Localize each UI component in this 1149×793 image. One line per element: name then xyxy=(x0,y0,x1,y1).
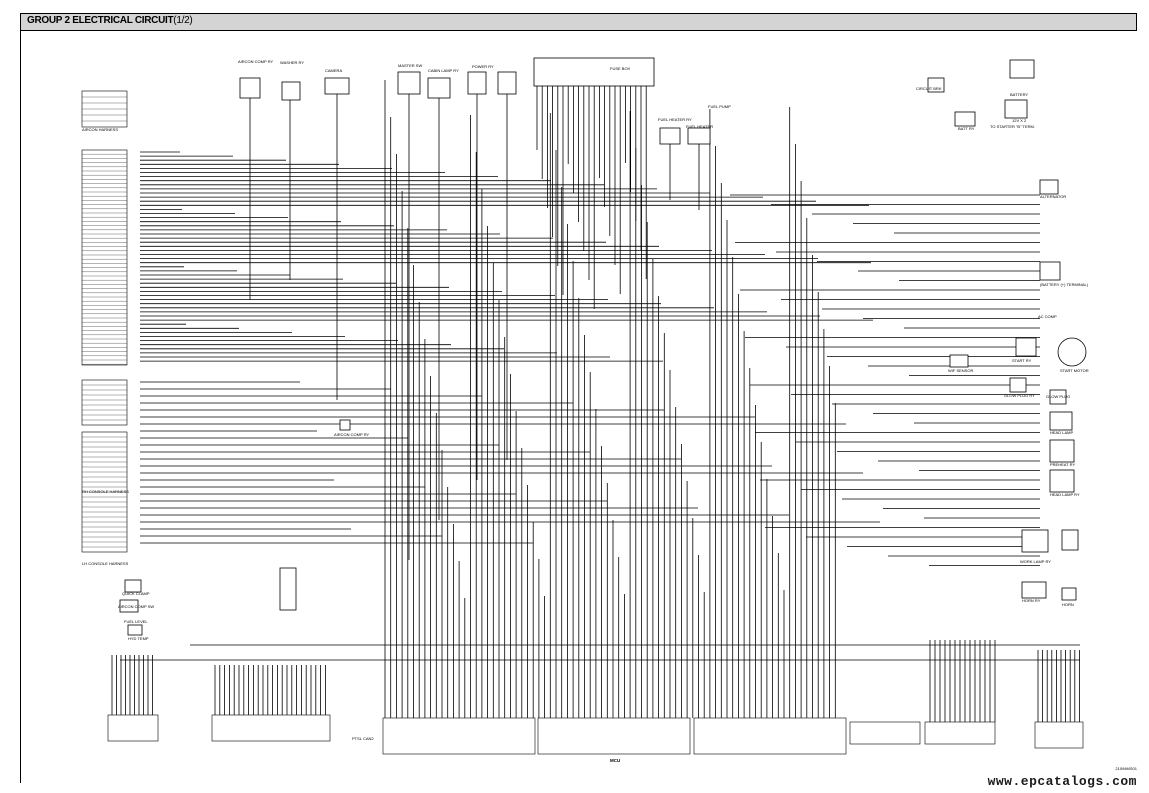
bottom-connectors xyxy=(107,714,1084,755)
page-title: GROUP 2 ELECTRICAL CIRCUIT(1/2) xyxy=(27,15,193,26)
glow-plug-ry-label: GLOW PLUG RY xyxy=(1004,393,1035,398)
aircon-comp-ry-mid-label: AIRCON COMP RY xyxy=(334,432,370,437)
diagram-header: GROUP 2 ELECTRICAL CIRCUIT(1/2) xyxy=(20,13,1137,31)
to-starter-label: TO STARTER "B" TERM. xyxy=(990,124,1035,129)
watermark-text: www.epcatalogs.com xyxy=(987,774,1137,789)
aircon-comp-sw-label: AIRCON COMP SW xyxy=(118,604,154,609)
horn-ry-label: HORN RY xyxy=(1022,598,1041,603)
batt-ry-label: BATT RY xyxy=(958,126,975,131)
pin-table-rows xyxy=(82,96,127,548)
battery-terminal-label: (BATTERY (+) TERMINAL) xyxy=(1040,282,1089,287)
mcu-label: MCU xyxy=(610,758,620,763)
wire-layer xyxy=(111,80,1080,722)
wif-sensor-label: WIF SENSOR xyxy=(948,368,973,373)
head-lamp-label: HEAD LAMP xyxy=(1050,430,1073,435)
battery-voltage-label: 12V X 2 xyxy=(1012,118,1027,123)
preheat-ry-label: PREHEAT RY xyxy=(1050,462,1075,467)
start-motor-label: START MOTOR xyxy=(1060,368,1089,373)
diagram-frame xyxy=(20,31,1137,783)
fuel-pump-label: FUEL PUMP xyxy=(708,104,731,109)
left-component-symbols xyxy=(119,419,351,636)
title-text: GROUP 2 ELECTRICAL CIRCUIT xyxy=(27,15,174,26)
master-sw-label: MASTER SW xyxy=(398,63,422,68)
labels: AIRCON HARNESS RH CONSOLE HARNESS LH CON… xyxy=(82,59,1089,763)
right-component-symbols xyxy=(949,179,1087,601)
aircon-harness-label: AIRCON HARNESS xyxy=(82,127,118,132)
head-lamp-ry-label: HEAD LAMP RY xyxy=(1050,492,1080,497)
start-ry-label: START RY xyxy=(1012,358,1032,363)
drawing-number: 21094MS01 xyxy=(1115,766,1137,771)
sheet-number: (1/2) xyxy=(173,15,193,26)
alternator-label: ALTERNATOR xyxy=(1040,194,1066,199)
fuse-box-label: FUSE BOX xyxy=(610,66,631,71)
fuel-heater-label: FUEL HEATER xyxy=(686,124,713,129)
top-component-symbols xyxy=(239,57,1035,145)
circuit-brk-label: CIRCUIT BRK xyxy=(916,86,942,91)
fuel-heater-ry-label: FUEL HEATER RY xyxy=(658,117,692,122)
glow-plug-label: GLOW PLUG xyxy=(1046,394,1070,399)
quick-clamp-label: QUICK CLAMP xyxy=(122,591,150,596)
ptsl-label: PTSL CAN2 xyxy=(352,736,374,741)
aircon-comp-ry-label: AIRCON COMP RY xyxy=(238,59,274,64)
hyd-temp-label: HYD TEMP xyxy=(128,636,149,641)
washer-ry-label: WASHER RY xyxy=(280,60,304,65)
fuel-level-label: FUEL LEVEL xyxy=(124,619,148,624)
horn-label: HORN xyxy=(1062,602,1074,607)
battery-label: BATTERY xyxy=(1010,92,1028,97)
work-lamp-ry-label: WORK LAMP RY xyxy=(1020,559,1051,564)
cabin-lamp-ry-label: CABIN LAMP RY xyxy=(428,68,459,73)
camera-label: CAMERA xyxy=(325,68,342,73)
ac-comp-label: AC COMP xyxy=(1038,314,1057,319)
rh-console-harness-label: RH CONSOLE HARNESS xyxy=(82,489,129,494)
lh-console-harness-label: LH CONSOLE HARNESS xyxy=(82,561,129,566)
power-ry-label-1: POWER RY xyxy=(472,64,494,69)
left-pin-tables xyxy=(81,90,128,553)
